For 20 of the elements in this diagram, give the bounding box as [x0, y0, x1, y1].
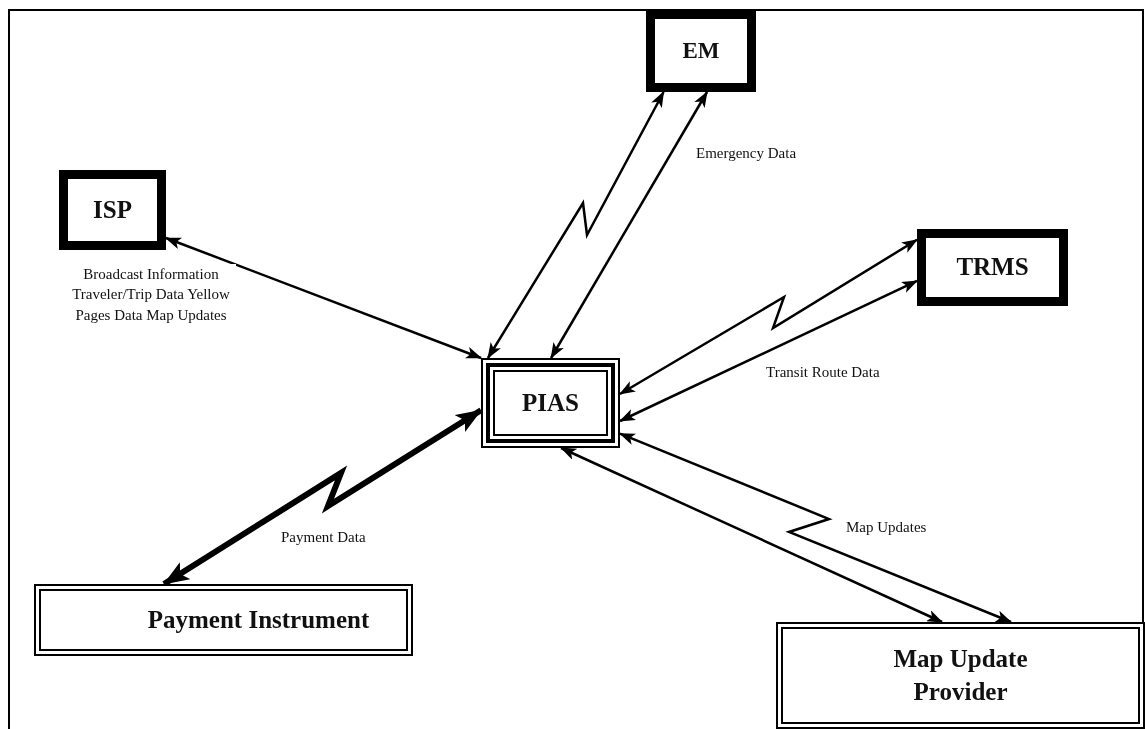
system-box — [646, 10, 756, 92]
system-box — [34, 584, 413, 656]
system-box — [917, 229, 1068, 306]
box-label: TRMS — [956, 252, 1029, 283]
box-label: ISP — [93, 194, 132, 225]
box-label: Payment Instrument — [147, 604, 370, 635]
system-box — [481, 358, 620, 448]
arrow — [162, 407, 483, 587]
arrow — [619, 432, 1012, 624]
arrow — [486, 91, 665, 359]
arrow — [619, 238, 918, 396]
arrow — [550, 91, 709, 359]
box-label: EM — [682, 37, 720, 66]
system-box — [59, 170, 166, 250]
box-label: Map Update Provider — [892, 644, 1029, 707]
arrow — [560, 446, 943, 624]
arrow — [619, 279, 918, 423]
system-box — [776, 622, 1145, 729]
box-label: PIAS — [522, 387, 579, 418]
arrow — [165, 236, 482, 360]
